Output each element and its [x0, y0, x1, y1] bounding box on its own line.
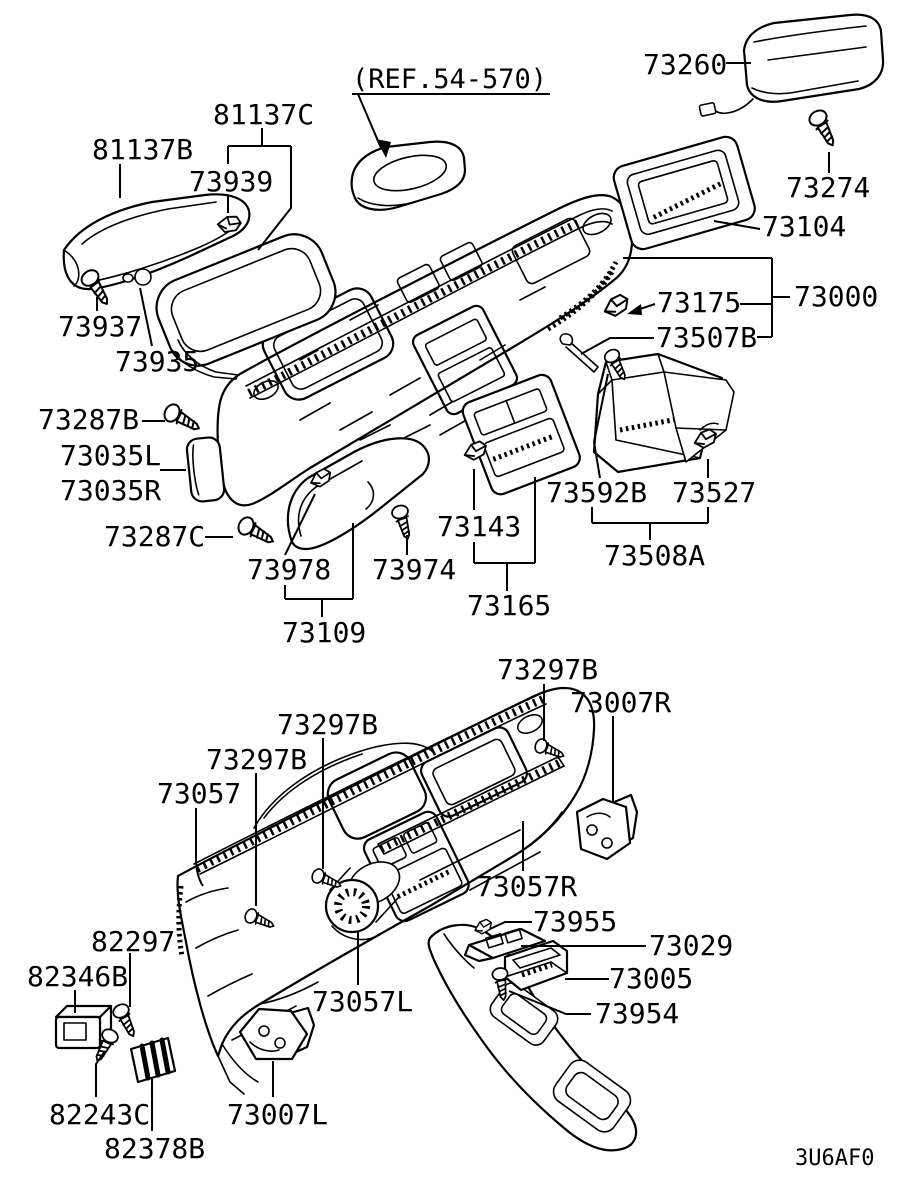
part-label-73974: 73974: [372, 553, 456, 586]
part-label-73287b: 73287B: [38, 403, 139, 436]
part-label-73935: 73935: [115, 345, 199, 378]
part-label-82346b: 82346B: [27, 960, 128, 993]
part-label-81137b: 81137B: [92, 133, 193, 166]
screw-73274: [805, 106, 843, 151]
leader-73175-arrowhead: [627, 304, 642, 315]
screw-73287b: [160, 400, 205, 437]
leader-ref: [352, 93, 550, 149]
leader-73165-bracket: [473, 477, 536, 591]
part-73109-knee-panel-shape: [286, 437, 430, 551]
column-cover: [324, 861, 401, 941]
part-label-73035r: 73035R: [60, 474, 161, 507]
part-label-82243c: 82243C: [49, 1098, 150, 1131]
part-label-73508a: 73508A: [604, 539, 705, 572]
wire-connector: [698, 102, 717, 117]
part-label-81137c: 81137C: [213, 98, 314, 131]
passenger-opening: [419, 726, 529, 818]
part-label-73029: 73029: [649, 929, 733, 962]
part-label-73035l: 73035L: [60, 439, 161, 472]
leader-ref-arrowhead: [376, 139, 391, 158]
leader-73104: [713, 220, 761, 230]
drawing-code-label: 3U6AF0: [795, 1146, 874, 1171]
upper-exploded-view: [62, 13, 885, 617]
part-73104-tray-shape: [612, 135, 756, 251]
part-label-73057l: 73057L: [312, 985, 413, 1018]
part-label-73297b-3: 73297B: [206, 743, 307, 776]
part-82378b-grille-shape: [129, 1036, 177, 1084]
leader-73978: [284, 493, 316, 556]
leader-73508a-bracket: [591, 507, 709, 540]
part-label-73274: 73274: [786, 171, 870, 204]
part-73507b-rod-shape: [559, 333, 599, 373]
part-label-73939: 73939: [189, 165, 273, 198]
part-label-73297b-2: 73297B: [277, 708, 378, 741]
lower-center-stack: [362, 810, 470, 923]
part-73035-side-cover-shape: [185, 436, 226, 503]
part-label-73057: 73057: [157, 777, 241, 810]
part-label-73287c: 73287C: [104, 520, 205, 553]
part-labels: (REF.54-570) 81137C 81137B 73939 73937 7…: [27, 48, 878, 1171]
lower-leader-lines: [74, 684, 646, 1131]
upper-leader-lines: [96, 62, 830, 617]
leader-73954: [508, 990, 591, 1015]
part-73935-meter-bezel-shape: [122, 233, 337, 380]
part-label-73057r: 73057R: [476, 870, 577, 903]
part-73260-lid-shape: [698, 13, 885, 117]
part-label-73143: 73143: [437, 510, 521, 543]
leader-73000-bracket: [623, 257, 790, 338]
part-ref-hood-shape: [350, 140, 467, 211]
part-label-73507b: 73507B: [656, 321, 757, 354]
leader-73935: [139, 287, 153, 347]
part-label-73978: 73978: [247, 553, 331, 586]
part-label-73297b-1: 73297B: [497, 653, 598, 686]
garnish-strip: [377, 756, 565, 855]
part-82346b-switch-shape: [54, 1004, 113, 1050]
clip-73175: [600, 292, 632, 320]
screw-73287c: [234, 513, 279, 550]
screw-73974: [389, 502, 418, 542]
part-label-73937: 73937: [58, 310, 142, 343]
leader-81137c: [227, 128, 292, 251]
part-73508a-glovebox-shape: [592, 352, 735, 474]
part-label-82378b: 82378B: [104, 1132, 205, 1165]
leader-73592b: [592, 373, 609, 479]
leader-73507b: [580, 337, 654, 355]
part-label-73007r: 73007R: [570, 686, 671, 719]
part-73005-box-shape: [503, 939, 569, 992]
part-label-73527: 73527: [672, 476, 756, 509]
ref-note-label: (REF.54-570): [352, 64, 547, 95]
part-73165-center-panel-shape: [461, 373, 581, 496]
leader-73057: [195, 808, 204, 887]
part-console-shape: [427, 923, 638, 1152]
lower-exploded-view: [54, 684, 646, 1152]
part-label-73175: 73175: [657, 286, 741, 319]
bezel-pin: [134, 268, 152, 286]
part-label-73104: 73104: [762, 210, 846, 243]
wire: [712, 98, 754, 115]
part-73007r-pod-shape: [575, 793, 639, 861]
part-label-73954: 73954: [595, 997, 679, 1030]
part-73007l-pod-shape: [238, 1006, 316, 1061]
leader-73109-bracket: [284, 523, 354, 617]
part-label-73007l: 73007L: [227, 1098, 328, 1131]
part-73029-bracket-shape: [463, 927, 547, 963]
part-label-73109: 73109: [282, 616, 366, 649]
part-label-73592b: 73592B: [546, 476, 647, 509]
part-label-82297: 82297: [91, 925, 175, 958]
part-lower-dash-shape: [176, 686, 596, 1095]
part-label-73955: 73955: [533, 905, 617, 938]
part-label-73165: 73165: [467, 589, 551, 622]
part-label-73000: 73000: [794, 280, 878, 313]
leader-82243c: [95, 1050, 106, 1097]
dash-detail-lines: [299, 286, 546, 441]
part-label-73005: 73005: [609, 962, 693, 995]
leader-73955: [489, 921, 532, 930]
part-label-73260: 73260: [643, 48, 727, 81]
